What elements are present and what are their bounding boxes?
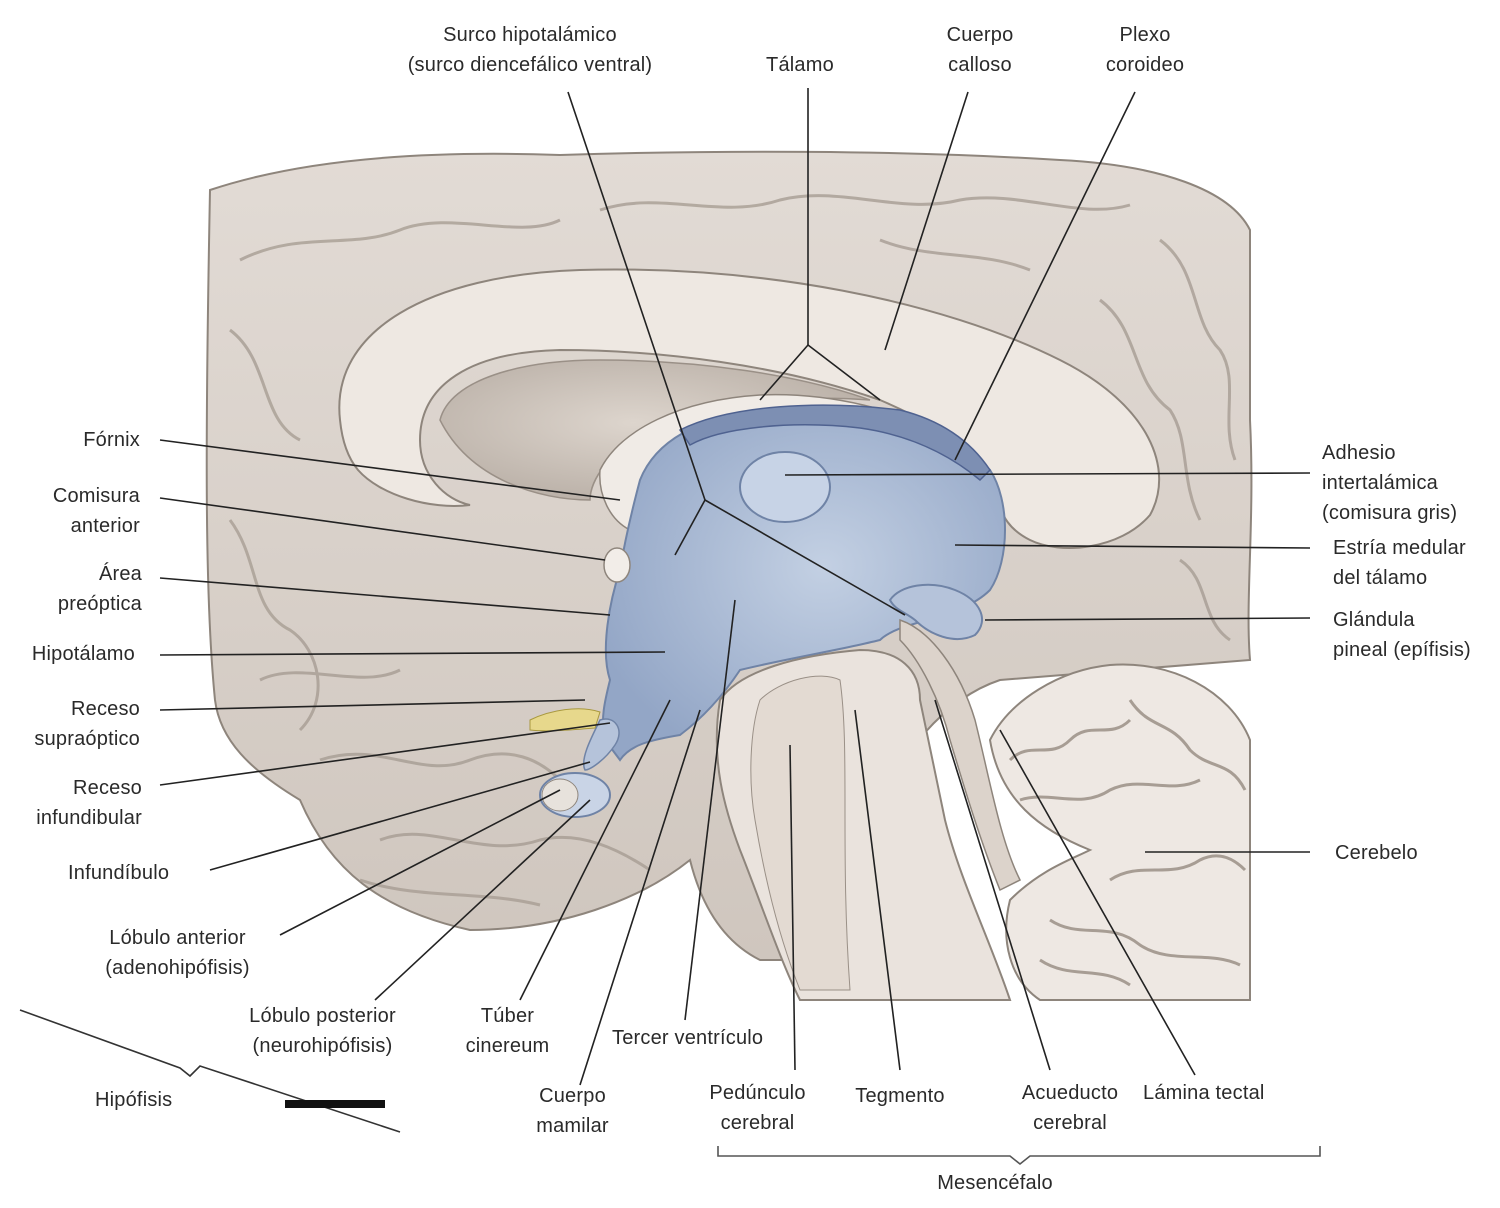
label-adhesio-intertalamica: Adhesio intertalámica (comisura gris) xyxy=(1322,442,1458,524)
pineal-gland xyxy=(888,583,984,640)
label-receso-infundibular: Receso infundibular xyxy=(36,777,142,829)
interthalamic-adhesion xyxy=(739,451,831,523)
gyri xyxy=(228,194,1237,907)
mesencefalo-bracket xyxy=(717,1146,1321,1166)
hipofisis-bracket xyxy=(19,1009,401,1133)
cerebral-peduncle xyxy=(750,675,851,991)
label-cuerpo-calloso: Cuerpo calloso xyxy=(946,24,1014,76)
label-mesencefalo: Mesencéfalo xyxy=(937,1172,1053,1194)
label-cerebelo: Cerebelo xyxy=(1335,842,1418,864)
tectum xyxy=(899,618,1022,892)
label-hipotalamo: Hipotálamo xyxy=(31,643,135,665)
label-talamo: Tálamo xyxy=(766,54,834,76)
label-lobulo-anterior: Lóbulo anterior (adenohipófisis) xyxy=(105,927,250,979)
label-acueducto-cerebral: Acueducto cerebral xyxy=(1021,1082,1119,1134)
label-hipofisis: Hipófisis xyxy=(95,1089,173,1111)
label-tercer-ventriculo: Tercer ventrículo xyxy=(612,1027,764,1049)
label-area-preoptica: Área preóptica xyxy=(57,563,142,615)
optic-chiasm xyxy=(529,708,601,732)
label-estria-medular: Estría medular del tálamo xyxy=(1333,537,1466,589)
label-comisura-anterior: Comisura anterior xyxy=(52,485,140,537)
infundibulum xyxy=(583,718,620,771)
label-pedunculo-cerebral: Pedúnculo cerebral xyxy=(709,1082,806,1134)
label-lobulo-posterior: Lóbulo posterior (neurohipófisis) xyxy=(249,1005,396,1057)
anterior-commissure xyxy=(603,547,631,583)
cerebellum-folia xyxy=(1008,699,1247,987)
label-fornix: Fórnix xyxy=(83,429,140,451)
label-receso-supraoptico: Receso supraóptico xyxy=(34,698,140,750)
label-surco-hipotalamico: Surco hipotalámico (surco diencefálico v… xyxy=(407,24,653,76)
label-glandula-pineal: Glándula pineal (epífisis) xyxy=(1333,609,1471,661)
label-cuerpo-mamilar: Cuerpo mamilar xyxy=(536,1085,609,1137)
label-infundibulo: Infundíbulo xyxy=(68,862,170,884)
leader-lines xyxy=(159,88,1311,1086)
scale-bar xyxy=(285,1100,385,1108)
cerebellum xyxy=(988,663,1251,1001)
label-lamina-tectal: Lámina tectal xyxy=(1143,1082,1265,1104)
label-plexo-coroideo: Plexo coroideo xyxy=(1105,24,1185,76)
label-tuber-cinereum: Túber cinereum xyxy=(465,1005,550,1057)
label-tegmento: Tegmento xyxy=(855,1085,945,1107)
